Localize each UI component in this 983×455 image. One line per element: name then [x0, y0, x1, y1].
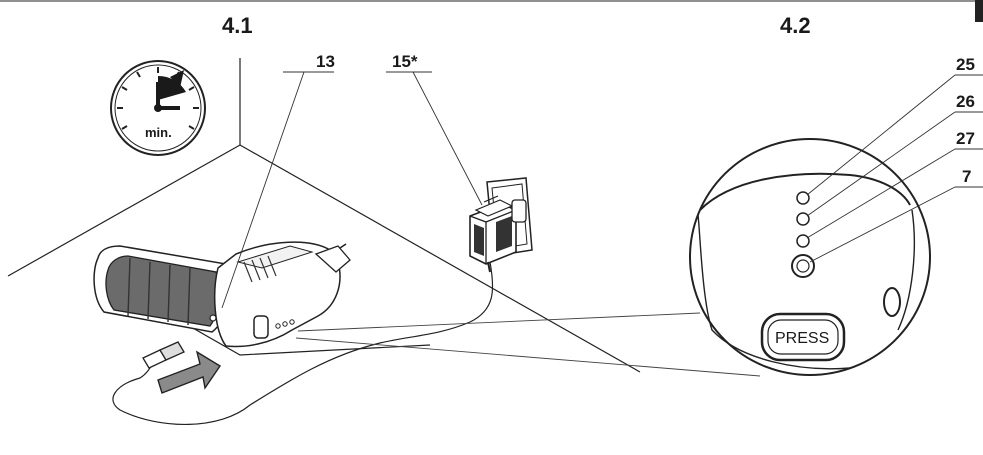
callout-15: 15* [392, 52, 418, 71]
page-corner-tab [975, 0, 983, 22]
callout-7: 7 [962, 167, 971, 186]
led-indicator-27 [796, 234, 810, 248]
clock-icon [110, 60, 206, 156]
figure-label-4-2: 4.2 [780, 13, 811, 38]
leader-lines [221, 71, 983, 309]
charger-adapter [469, 195, 527, 273]
callout-26: 26 [956, 92, 975, 111]
room-corner [7, 58, 641, 373]
detail-zoom-panel: PRESS [689, 138, 931, 376]
led-indicator-26 [796, 212, 810, 226]
callout-27: 27 [956, 129, 975, 148]
figure-label-4-1: 4.1 [222, 13, 253, 38]
press-button-label: PRESS [775, 330, 829, 347]
clock-unit-text: min. [145, 125, 172, 140]
screwdriver [93, 241, 351, 348]
charging-plug [142, 341, 185, 369]
zoom-lines [295, 312, 761, 377]
charger-cable [112, 261, 494, 425]
callout-25: 25 [956, 55, 975, 74]
insertion-arrow [157, 350, 221, 394]
callout-13: 13 [316, 52, 335, 71]
led-indicator-25 [796, 191, 810, 205]
